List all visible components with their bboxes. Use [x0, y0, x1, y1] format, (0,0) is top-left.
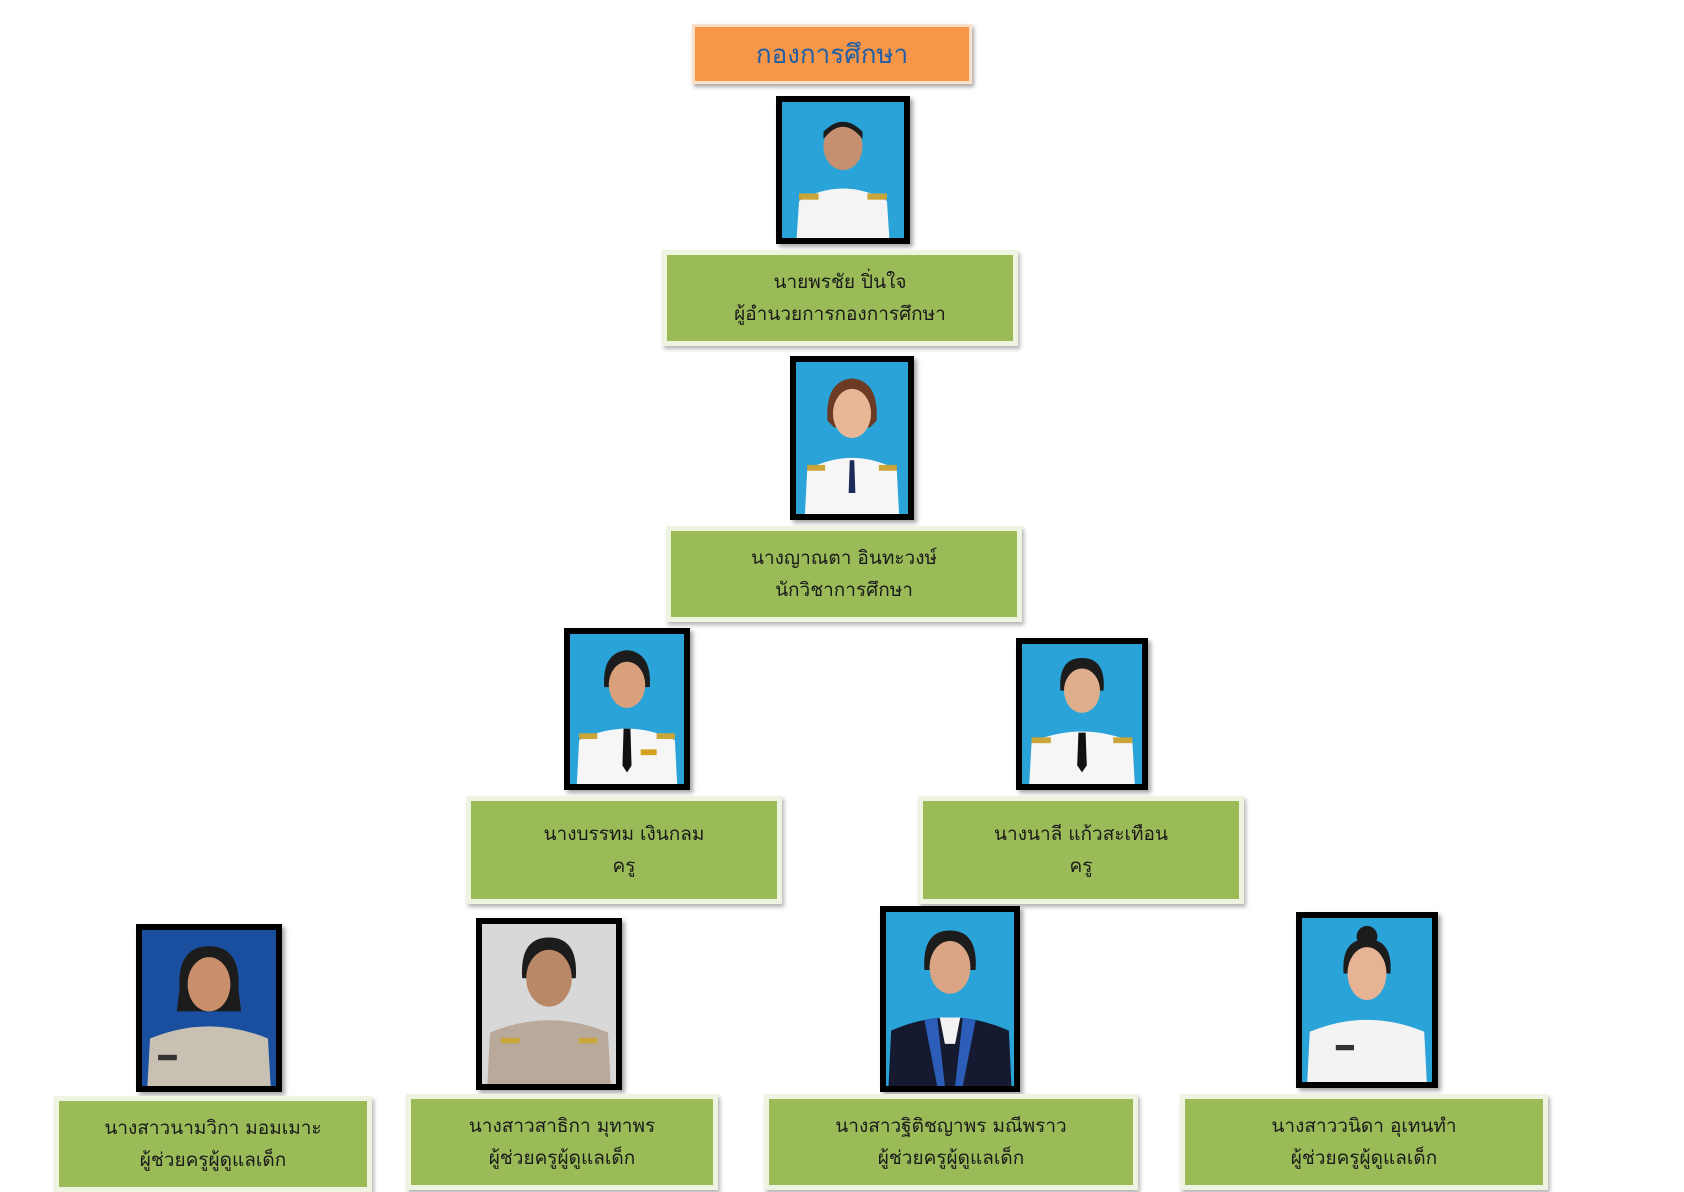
assistant-1-position: ผู้ช่วยครูผู้ดูแลเด็ก	[139, 1149, 287, 1171]
teacher-left-card: นางบรรทม เงินกลม ครู	[466, 796, 782, 904]
division-title-box: กองการศึกษา	[692, 24, 972, 84]
assistant-2-name: นางสาวสาธิกา มุทาพร	[468, 1115, 656, 1137]
teacher-left-name: นางบรรทม เงินกลม	[543, 823, 705, 845]
assistant-1-card: นางสาวนามวิกา มอมเมาะ ผู้ช่วยครูผู้ดูแลเ…	[54, 1096, 372, 1192]
director-card: นายพรชัย ปิ่นใจ ผู้อำนวยการกองการศึกษา	[662, 250, 1018, 346]
director-name: นายพรชัย ปิ่นใจ	[773, 271, 907, 293]
assistant-3-position: ผู้ช่วยครูผู้ดูแลเด็ก	[877, 1147, 1025, 1169]
director-position: ผู้อำนวยการกองการศึกษา	[734, 303, 946, 325]
teacher-left-photo	[564, 628, 690, 790]
education-officer-photo	[790, 356, 914, 520]
education-officer-position: นักวิชาการศึกษา	[775, 579, 913, 601]
assistant-4-photo	[1296, 912, 1438, 1088]
teacher-right-position: ครู	[1069, 855, 1093, 877]
assistant-2-card: นางสาวสาธิกา มุทาพร ผู้ช่วยครูผู้ดูแลเด็…	[406, 1094, 718, 1190]
teacher-right-photo	[1016, 638, 1148, 790]
assistant-2-position: ผู้ช่วยครูผู้ดูแลเด็ก	[488, 1147, 636, 1169]
teacher-right-card: นางนาลี แก้วสะเทือน ครู	[918, 796, 1244, 904]
assistant-4-name: นางสาววนิดา อุเทนทำ	[1271, 1115, 1457, 1137]
division-title: กองการศึกษา	[755, 39, 909, 70]
assistant-3-card: นางสาวฐิติชญาพร มณีพราว ผู้ช่วยครูผู้ดูแ…	[764, 1094, 1138, 1190]
assistant-1-name: นางสาวนามวิกา มอมเมาะ	[104, 1117, 322, 1139]
teacher-right-name: นางนาลี แก้วสะเทือน	[994, 823, 1168, 845]
teacher-left-position: ครู	[612, 855, 636, 877]
director-photo	[776, 96, 910, 244]
assistant-3-photo	[880, 906, 1020, 1092]
assistant-4-card: นางสาววนิดา อุเทนทำ ผู้ช่วยครูผู้ดูแลเด็…	[1180, 1094, 1548, 1190]
assistant-3-name: นางสาวฐิติชญาพร มณีพราว	[835, 1115, 1067, 1137]
education-officer-card: นางญาณตา อินทะวงษ์ นักวิชาการศึกษา	[666, 526, 1022, 622]
assistant-1-photo	[136, 924, 282, 1092]
assistant-2-photo	[476, 918, 622, 1090]
education-officer-name: นางญาณตา อินทะวงษ์	[750, 547, 938, 569]
assistant-4-position: ผู้ช่วยครูผู้ดูแลเด็ก	[1290, 1147, 1438, 1169]
